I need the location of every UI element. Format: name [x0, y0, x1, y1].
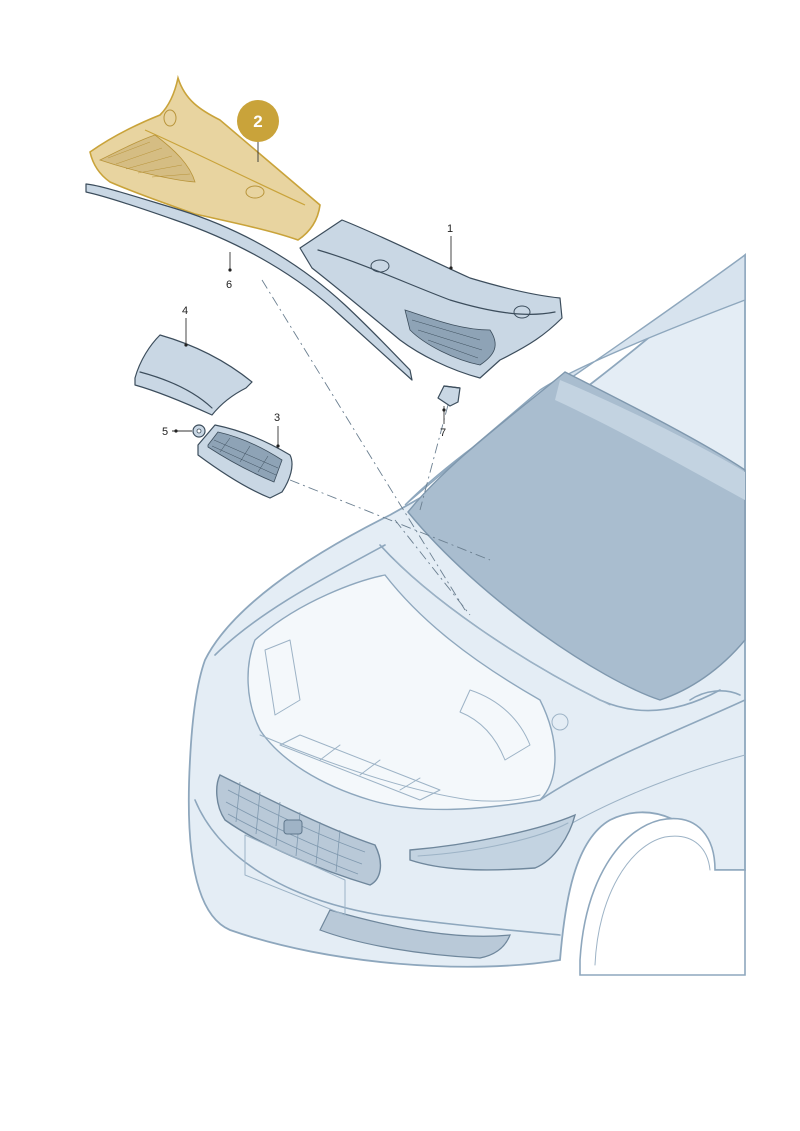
cowl-inner	[394, 559, 611, 706]
callout-6-dot	[228, 268, 232, 272]
callout-5-label: 5	[162, 426, 168, 438]
reference-lines	[261, 279, 491, 616]
callout-5-dot	[174, 429, 178, 433]
callout-1[interactable]: 1	[447, 223, 453, 270]
callout-2-badge[interactable]	[237, 100, 279, 142]
lower-grille	[319, 909, 511, 959]
part-7-shape[interactable]	[437, 385, 461, 407]
mirror	[689, 690, 741, 701]
ref-line-6	[261, 279, 466, 611]
part-7-face	[443, 385, 461, 389]
part-5-hole	[196, 428, 202, 434]
callout-4[interactable]: 4	[182, 305, 188, 347]
part-6-seal-strip[interactable]	[85, 183, 413, 381]
callout-1-label: 1	[447, 223, 453, 235]
callout-3-dot	[276, 444, 280, 448]
headlight	[409, 813, 577, 871]
part-4-edge	[139, 371, 213, 409]
engine-bay	[247, 574, 556, 811]
part-2-clip-hole	[245, 185, 265, 199]
part-2-mesh-lines	[107, 141, 191, 178]
callout-7[interactable]: 7	[440, 406, 446, 439]
part-7-clip[interactable]	[437, 385, 461, 407]
wheel-arch-inner	[594, 835, 711, 966]
part-6-shape[interactable]	[85, 183, 413, 381]
bay-strut-left	[264, 639, 301, 716]
part-1-clip-hole-2	[513, 305, 531, 319]
ref-line-7	[419, 404, 449, 511]
bay-crossmember	[259, 734, 541, 802]
callout-2-label: 2	[253, 112, 262, 131]
callout-1-dot	[449, 266, 453, 270]
bay-detail-1	[319, 744, 421, 791]
part-4-cover[interactable]	[134, 334, 253, 416]
callout-4-label: 4	[182, 305, 188, 317]
callout-7-label: 7	[440, 427, 446, 439]
callout-5[interactable]: 5	[162, 426, 192, 438]
callout-3-label: 3	[274, 412, 280, 424]
callout-6[interactable]: 6	[226, 252, 232, 291]
windshield-reflection	[555, 380, 745, 500]
callout-4-dot	[184, 343, 188, 347]
ref-line-3	[289, 479, 491, 561]
brand-emblem	[283, 819, 303, 835]
strut-mount	[551, 713, 569, 731]
part-4-shape[interactable]	[134, 334, 253, 416]
callout-2[interactable]: 2	[237, 100, 279, 162]
callout-6-label: 6	[226, 279, 232, 291]
fender-crease	[559, 754, 746, 831]
part-2-ridge	[144, 129, 306, 206]
part-2-shape[interactable]	[89, 74, 321, 241]
bumper-line	[194, 799, 561, 936]
part-3-mesh-lines	[211, 437, 279, 476]
part-1-shape[interactable]	[299, 219, 563, 379]
fender-line	[539, 699, 746, 801]
part-3-filter-housing[interactable]	[197, 424, 293, 499]
part-1-mesh-lines	[411, 319, 483, 359]
part-1-mesh	[404, 309, 496, 366]
wheel-arch	[579, 817, 746, 976]
headlight-drl	[417, 822, 569, 857]
car-windshield	[407, 371, 746, 701]
ref-line-1	[394, 519, 471, 616]
hood-edge	[214, 544, 386, 656]
bay-radiator	[279, 734, 441, 801]
part-1-cowl-grille[interactable]	[299, 219, 563, 379]
license-plate	[244, 834, 346, 916]
part-5-nut[interactable]	[192, 424, 206, 438]
part-1-ridge	[317, 249, 556, 315]
part-1-clip-hole	[370, 259, 390, 273]
callout-7-dot	[442, 408, 446, 412]
callout-3[interactable]: 3	[274, 412, 280, 448]
part-2-clip-hole-2	[163, 109, 177, 127]
part-2-cowl-panel[interactable]	[89, 74, 321, 241]
bay-strut-right	[459, 689, 531, 761]
